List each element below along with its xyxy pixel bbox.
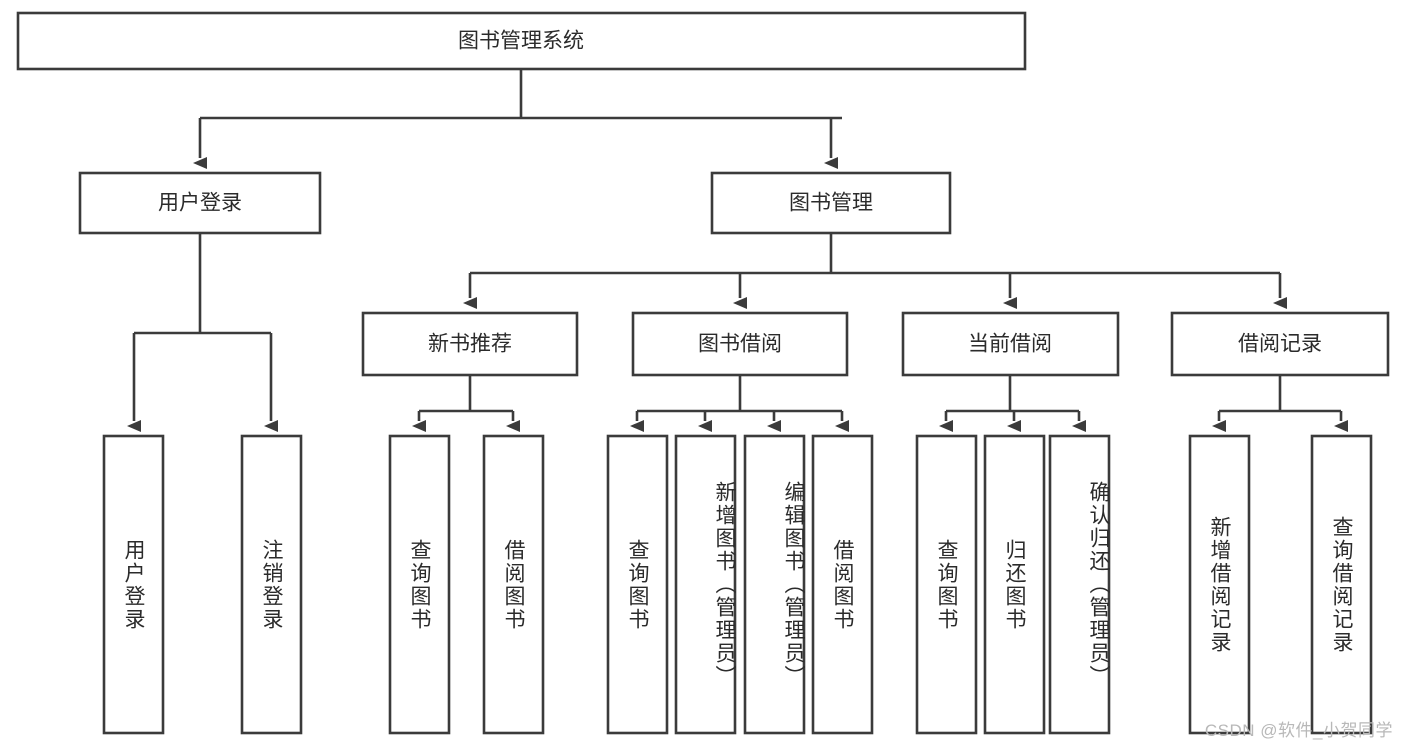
node-leaf-add-record-box[interactable]	[1188, 434, 1251, 735]
node-leaf-confirm-return-box[interactable]	[1048, 434, 1111, 735]
node-book-manage-label: 图书管理	[789, 192, 873, 215]
node-book-borrow-label: 图书借阅	[698, 333, 782, 356]
node-current-borrow-box[interactable]	[901, 311, 1120, 377]
node-leaf-query-book-1-box[interactable]	[388, 434, 451, 735]
node-current-borrow[interactable]: 当前借阅	[901, 311, 1120, 377]
node-root[interactable]: 图书管理系统	[16, 11, 1027, 71]
leaf-boxes	[102, 434, 1373, 735]
node-user-login[interactable]: 用户登录	[78, 171, 322, 235]
node-leaf-query-book-2-box[interactable]	[606, 434, 669, 735]
node-borrow-record-label: 借阅记录	[1238, 333, 1322, 356]
node-leaf-query-book-3-box[interactable]	[915, 434, 978, 735]
node-leaf-borrow-book-2-box[interactable]	[811, 434, 874, 735]
node-book-manage[interactable]: 图书管理	[710, 171, 952, 235]
node-leaf-borrow-book-1-box[interactable]	[482, 434, 545, 735]
node-borrow-record-box[interactable]	[1170, 311, 1390, 377]
node-new-book-rec[interactable]: 新书推荐	[361, 311, 579, 377]
node-leaf-logout-box[interactable]	[240, 434, 303, 735]
node-leaf-edit-book-box[interactable]	[743, 434, 806, 735]
node-leaf-return-book-box[interactable]	[983, 434, 1046, 735]
node-borrow-record[interactable]: 借阅记录	[1170, 311, 1390, 377]
node-leaf-add-book-box[interactable]	[674, 434, 737, 735]
node-user-login-label: 用户登录	[158, 192, 242, 215]
node-book-manage-box[interactable]	[710, 171, 952, 235]
node-leaf-user-login-box[interactable]	[102, 434, 165, 735]
connector-layer	[127, 69, 1348, 432]
node-user-login-box[interactable]	[78, 171, 322, 235]
node-leaf-query-record-box[interactable]	[1310, 434, 1373, 735]
node-root-box[interactable]	[16, 11, 1027, 71]
node-current-borrow-label: 当前借阅	[968, 333, 1052, 356]
node-root-label: 图书管理系统	[458, 30, 584, 53]
node-book-borrow[interactable]: 图书借阅	[631, 311, 849, 377]
node-new-book-rec-box[interactable]	[361, 311, 579, 377]
watermark-text: CSDN @软件_小贺同学	[1204, 721, 1393, 740]
node-book-borrow-box[interactable]	[631, 311, 849, 377]
node-new-book-rec-label: 新书推荐	[428, 333, 512, 356]
